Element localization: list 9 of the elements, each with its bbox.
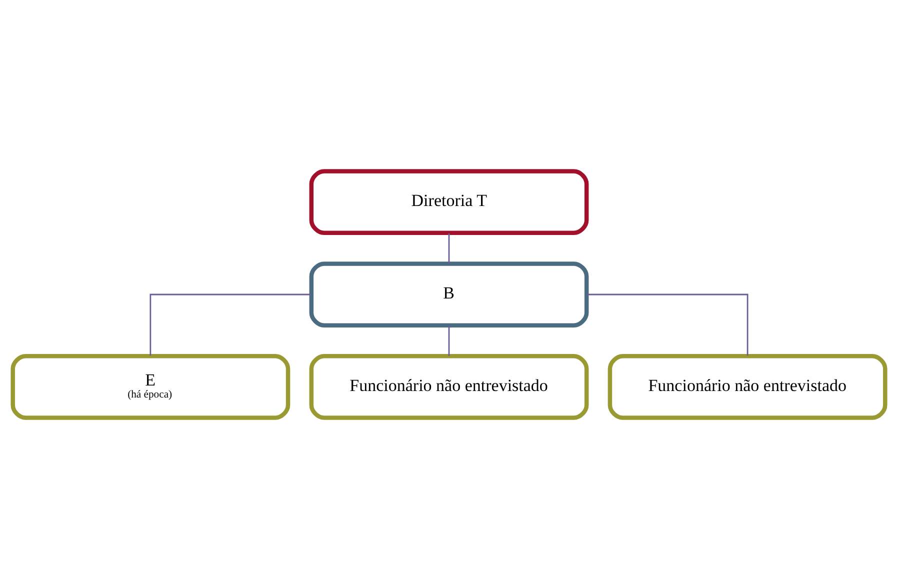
connector bbox=[150, 293, 312, 356]
node-box: E (há época) bbox=[10, 354, 290, 420]
node-box: Diretoria T bbox=[309, 168, 589, 234]
node-box: B bbox=[309, 261, 589, 327]
connector bbox=[448, 325, 450, 356]
connector bbox=[586, 293, 748, 356]
node-box: Funcionário não entrevistado bbox=[309, 354, 589, 420]
node-box: Funcionário não entrevistado bbox=[608, 354, 888, 420]
connector bbox=[448, 232, 450, 264]
